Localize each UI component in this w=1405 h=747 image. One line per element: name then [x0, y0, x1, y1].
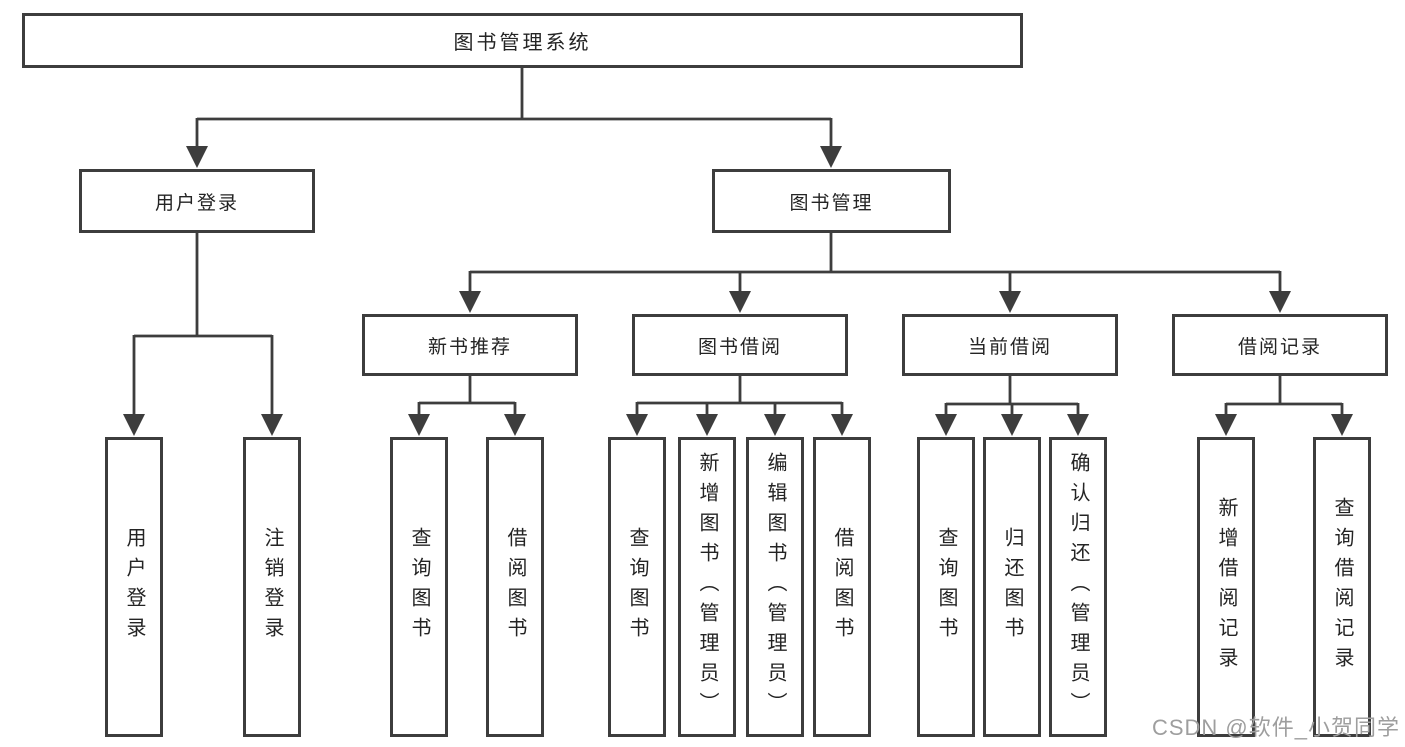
node-label: 当前借阅	[967, 336, 1052, 358]
node-label: 图书管理	[789, 192, 874, 214]
node-label: 借阅图书	[504, 527, 526, 647]
node-label: 新书推荐	[427, 336, 512, 358]
csdn-watermark: CSDN @软件_小贺同学	[1151, 715, 1400, 740]
node-book-borrowing: 图书借阅	[632, 314, 848, 376]
node-borrowing-borrow-books: 借阅图书	[813, 437, 871, 737]
node-label: 查询借阅记录	[1331, 497, 1353, 677]
node-borrowing-edit-books-admin: 编辑图书（管理员）	[746, 437, 804, 737]
node-record-query-borrow-record: 查询借阅记录	[1313, 437, 1371, 737]
node-label: 查询图书	[935, 527, 957, 647]
node-record-add-borrow-record: 新增借阅记录	[1197, 437, 1255, 737]
node-label: 图书借阅	[697, 336, 782, 358]
node-label: 新增图书（管理员）	[696, 452, 718, 722]
node-recommend-borrow-books: 借阅图书	[486, 437, 544, 737]
arrowhead-icons	[123, 146, 1353, 436]
node-label: 新增借阅记录	[1215, 497, 1237, 677]
node-borrowing-records: 借阅记录	[1172, 314, 1388, 376]
node-logout: 注销登录	[243, 437, 301, 737]
node-label: 查询图书	[626, 527, 648, 647]
node-borrowing-query-books: 查询图书	[608, 437, 666, 737]
node-label: 用户登录	[154, 192, 239, 214]
node-label: 注销登录	[261, 527, 283, 647]
node-current-confirm-return-admin: 确认归还（管理员）	[1049, 437, 1107, 737]
node-label: 查询图书	[408, 527, 430, 647]
node-recommend-query-books: 查询图书	[390, 437, 448, 737]
node-book-management: 图书管理	[712, 169, 951, 233]
node-label: 用户登录	[123, 527, 145, 647]
node-label: 图书管理系统	[453, 32, 592, 54]
node-user-login-leaf: 用户登录	[105, 437, 163, 737]
node-label: 归还图书	[1001, 527, 1023, 647]
node-label: 确认归还（管理员）	[1067, 452, 1089, 722]
node-current-borrowing: 当前借阅	[902, 314, 1118, 376]
node-label: 借阅记录	[1237, 336, 1322, 358]
node-borrowing-add-books-admin: 新增图书（管理员）	[678, 437, 736, 737]
node-label: 编辑图书（管理员）	[764, 452, 786, 722]
node-current-query-books: 查询图书	[917, 437, 975, 737]
node-label: 借阅图书	[831, 527, 853, 647]
node-library-management-system: 图书管理系统	[22, 13, 1023, 68]
node-current-return-books: 归还图书	[983, 437, 1041, 737]
node-user-login-branch: 用户登录	[79, 169, 315, 233]
node-new-book-recommendation: 新书推荐	[362, 314, 578, 376]
